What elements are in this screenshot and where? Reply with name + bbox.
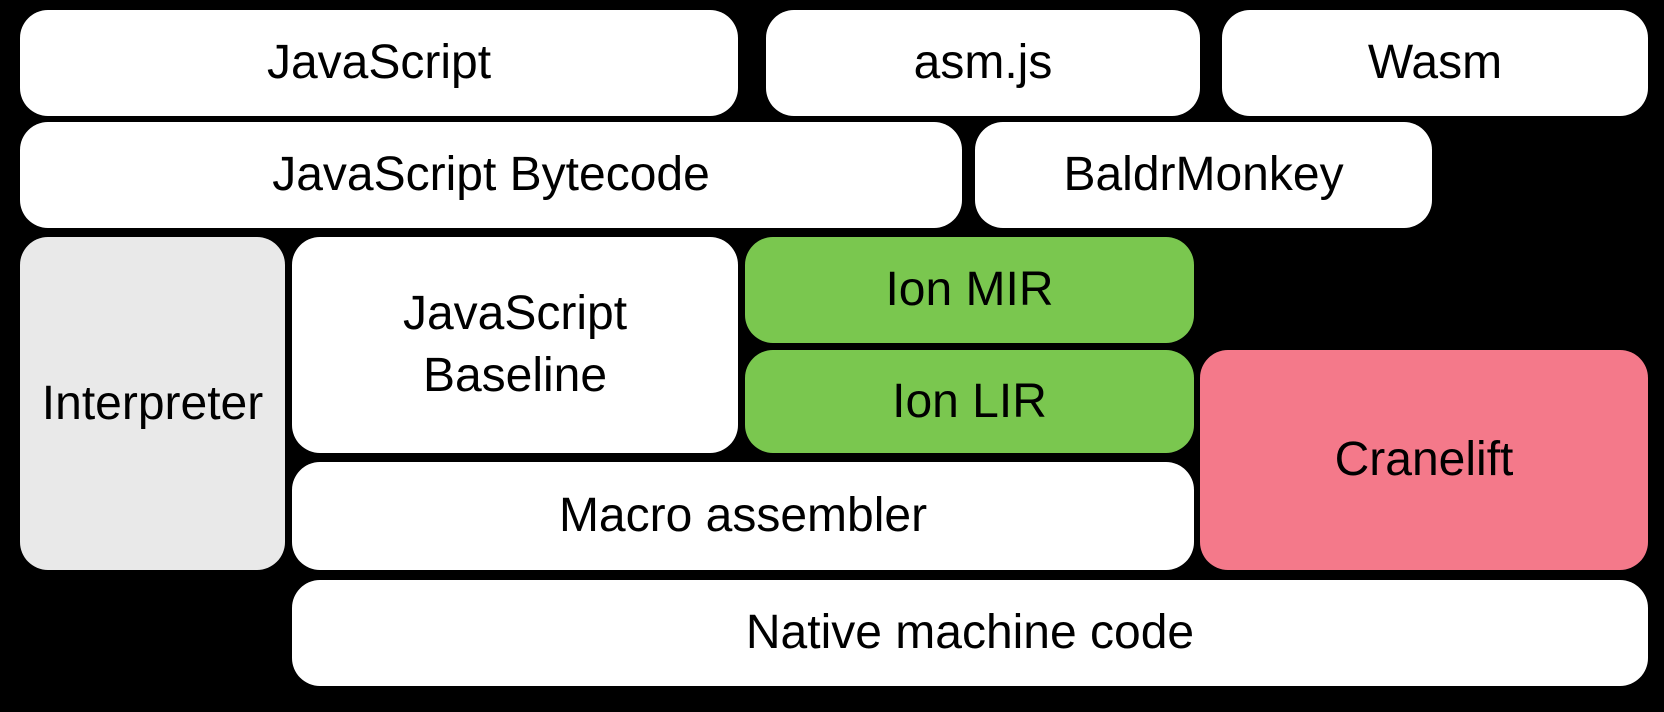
ion-mir-label: Ion MIR — [885, 263, 1054, 316]
cranelift-label: Cranelift — [1334, 433, 1514, 486]
wasm-label: Wasm — [1367, 36, 1503, 89]
macro-assembler-box: Macro assembler — [292, 462, 1194, 570]
ion-lir-label: Ion LIR — [892, 374, 1047, 428]
javascript-bytecode-label: JavaScript Bytecode — [272, 148, 710, 201]
ion-lir-box: Ion LIR — [745, 350, 1194, 453]
javascript-baseline-label: JavaScript Baseline — [402, 287, 628, 402]
asmjs-label: asm.js — [913, 36, 1053, 89]
baldrmonkey-label: BaldrMonkey — [1063, 148, 1344, 201]
javascript-box: JavaScript — [20, 10, 738, 116]
interpreter-label: Interpreter — [41, 376, 264, 430]
macro-assembler-label: Macro assembler — [558, 489, 928, 542]
native-machine-code-box: Native machine code — [292, 580, 1648, 686]
javascript-bytecode-box: JavaScript Bytecode — [20, 122, 962, 228]
cranelift-box: Cranelift — [1200, 350, 1648, 570]
ion-mir-box: Ion MIR — [745, 237, 1194, 343]
interpreter-box: Interpreter — [20, 237, 285, 570]
javascript-label: JavaScript — [266, 36, 492, 89]
wasm-box: Wasm — [1222, 10, 1648, 116]
javascript-baseline-box: JavaScript Baseline — [292, 237, 738, 453]
baldrmonkey-box: BaldrMonkey — [975, 122, 1432, 228]
asmjs-box: asm.js — [766, 10, 1200, 116]
native-machine-code-label: Native machine code — [745, 606, 1195, 659]
